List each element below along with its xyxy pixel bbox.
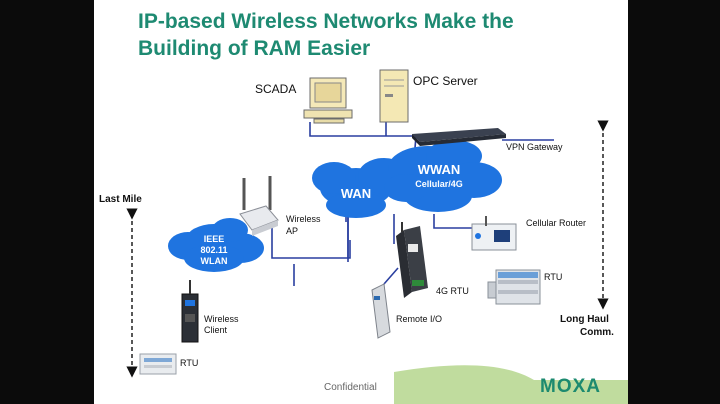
wwan-label: WWAN: [417, 162, 461, 177]
4g-rtu-label: 4G RTU: [436, 286, 469, 296]
wireless-ap-icon: [239, 176, 279, 236]
rtu-router-icon: [487, 269, 541, 305]
wlan-cloud: [168, 218, 264, 272]
link-router: [433, 214, 474, 229]
last-mile-label: Last Mile: [99, 194, 142, 205]
vpn-gateway-label: VPN Gateway: [506, 142, 563, 152]
title-line-2: Building of RAM Easier: [138, 37, 371, 60]
wireless-client-icon: [181, 280, 199, 343]
moxa-logo: MOXA: [540, 376, 601, 397]
network-diagram: [126, 69, 628, 404]
rtu-router-label: RTU: [544, 272, 563, 282]
remote-io-icon: [371, 283, 391, 339]
wlan-label-3: WLAN: [200, 256, 228, 266]
wan-cloud: [312, 140, 502, 218]
link-remote-io: [383, 267, 399, 285]
cellular-router-label: Cellular Router: [526, 218, 587, 228]
long-haul-label-1: Long Haul: [560, 314, 609, 325]
link-scada: [309, 122, 416, 137]
scada-label: SCADA: [255, 82, 297, 96]
wan-label: WAN: [340, 186, 372, 201]
slide-title: IP-based Wireless Networks Make the Buil…: [138, 8, 618, 62]
opc-server-label: OPC Server: [413, 74, 478, 88]
remote-io-label: Remote I/O: [396, 314, 443, 324]
wireless-client-label-1: Wireless: [204, 314, 239, 324]
long-haul-label-2: Comm.: [580, 327, 614, 338]
title-line-1: IP-based Wireless Networks Make the: [138, 10, 514, 33]
scada-computer-icon: [303, 77, 353, 124]
wlan-label-2: 802.11: [200, 245, 228, 255]
vpn-gateway-icon: [412, 128, 506, 146]
right-frame: [628, 0, 720, 404]
opc-server-icon: [379, 69, 409, 123]
rtu-client-icon: [139, 353, 177, 375]
rtu-client-label: RTU: [180, 358, 199, 368]
footer-wave: [394, 365, 628, 404]
footer-confidential: Confidential: [324, 382, 377, 393]
link-ap: [271, 210, 349, 259]
wireless-ap-label-1: Wireless: [286, 214, 321, 224]
4g-rtu-icon: [396, 222, 428, 298]
left-frame: [0, 0, 94, 404]
slide: IP-based Wireless Networks Make the Buil…: [94, 0, 628, 404]
cellular-router-icon: [471, 216, 517, 251]
wwan-sublabel: Cellular/4G: [415, 179, 463, 189]
wlan-label-1: IEEE: [203, 234, 225, 244]
wireless-client-label-2: Client: [204, 325, 228, 335]
wireless-ap-label-2: AP: [286, 226, 299, 236]
